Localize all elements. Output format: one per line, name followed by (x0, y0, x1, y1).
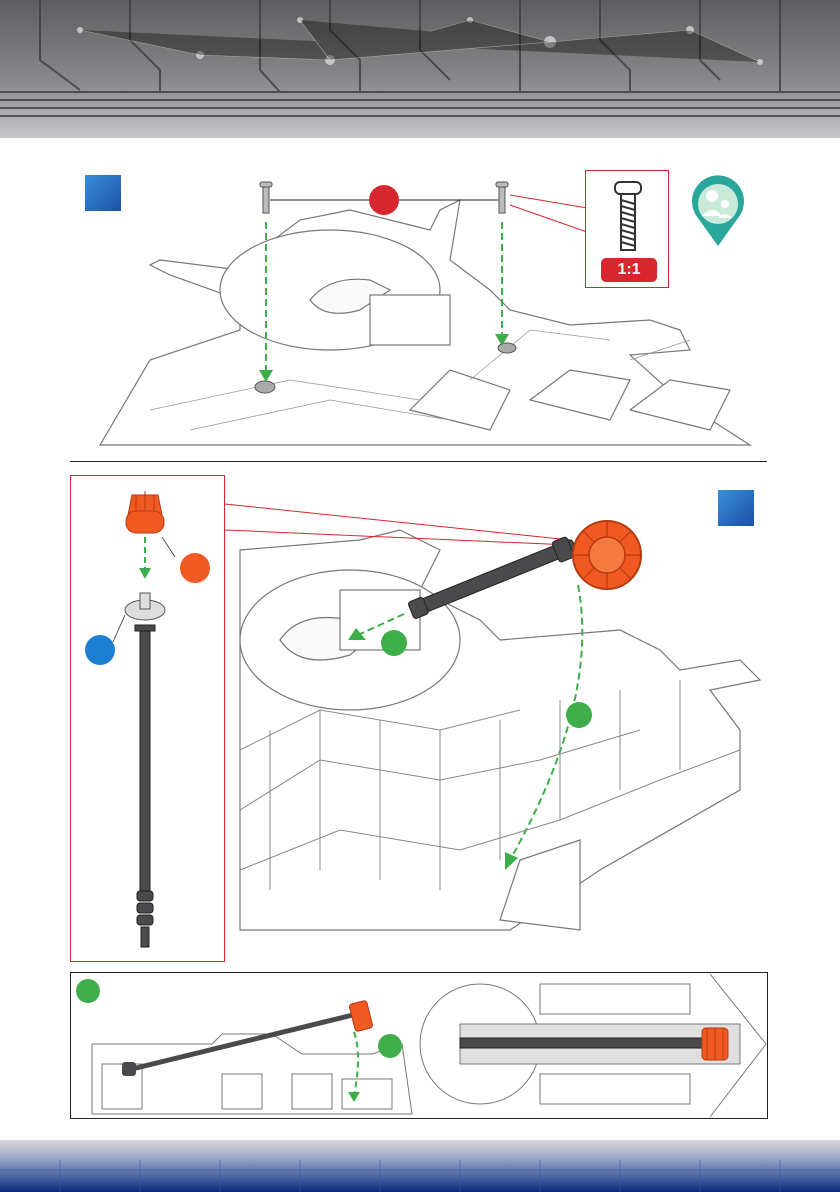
inset-top-view (440, 974, 766, 1117)
part-marker-orange (180, 553, 210, 583)
inset-side-view (72, 974, 432, 1117)
step-marker-green-2 (566, 702, 592, 728)
shaft-parts-detail (70, 475, 225, 962)
inset-marker-green (76, 979, 100, 1003)
footer-banner (0, 1140, 840, 1192)
step-marker-green-1 (381, 630, 407, 656)
part-marker-blue (85, 635, 115, 665)
inset-marker-green-2 (378, 1034, 402, 1058)
